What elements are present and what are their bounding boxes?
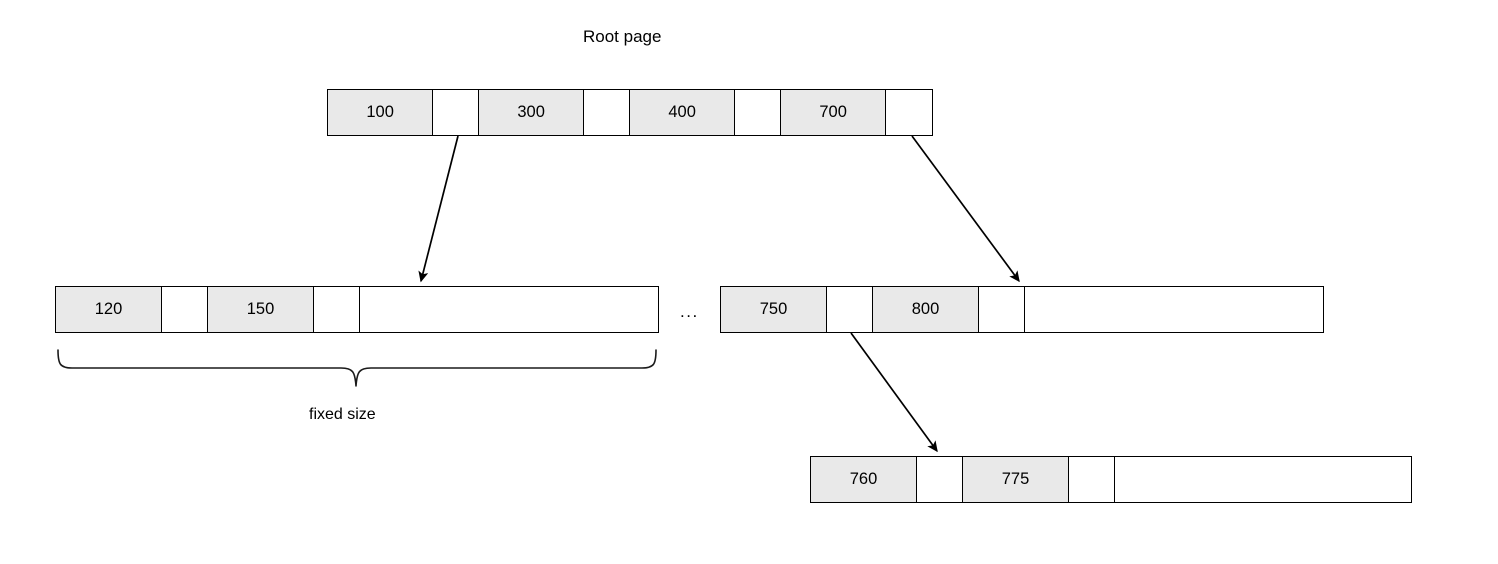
- key-cell[interactable]: 700: [781, 90, 887, 135]
- key-cell[interactable]: 120: [56, 287, 162, 332]
- ellipsis-label: ...: [680, 302, 699, 321]
- key-cell[interactable]: 100: [328, 90, 434, 135]
- key-cell[interactable]: 150: [208, 287, 314, 332]
- pointer-cell[interactable]: [917, 457, 963, 502]
- arrow-leaf-right-to-leaf-bottom: [850, 332, 938, 453]
- root-page-node[interactable]: 100 300 400 700: [327, 89, 933, 136]
- leaf-node-bottom[interactable]: 760 775: [810, 456, 1412, 503]
- pointer-cell[interactable]: [162, 287, 208, 332]
- key-cell[interactable]: 760: [811, 457, 917, 502]
- pointer-cell[interactable]: [314, 287, 360, 332]
- pointer-cell[interactable]: [886, 90, 932, 135]
- leaf-node-left[interactable]: 120 150: [55, 286, 659, 333]
- key-cell[interactable]: 400: [630, 90, 736, 135]
- free-space-cell[interactable]: [360, 287, 658, 332]
- pointer-cell[interactable]: [735, 90, 781, 135]
- pointer-cell[interactable]: [827, 287, 873, 332]
- page-title: Root page: [583, 27, 662, 46]
- key-cell[interactable]: 300: [479, 90, 585, 135]
- arrow-root-to-leaf-right: [911, 135, 1020, 283]
- free-space-cell[interactable]: [1025, 287, 1323, 332]
- key-cell[interactable]: 775: [963, 457, 1069, 502]
- leaf-node-right[interactable]: 750 800: [720, 286, 1324, 333]
- key-cell[interactable]: 800: [873, 287, 979, 332]
- fixed-size-brace: [57, 349, 657, 387]
- key-cell[interactable]: 750: [721, 287, 827, 332]
- pointer-cell[interactable]: [1069, 457, 1115, 502]
- arrow-root-to-leaf-left: [418, 135, 459, 283]
- free-space-cell[interactable]: [1115, 457, 1411, 502]
- pointer-cell[interactable]: [979, 287, 1025, 332]
- fixed-size-label: fixed size: [309, 406, 376, 423]
- pointer-cell[interactable]: [433, 90, 479, 135]
- pointer-cell[interactable]: [584, 90, 630, 135]
